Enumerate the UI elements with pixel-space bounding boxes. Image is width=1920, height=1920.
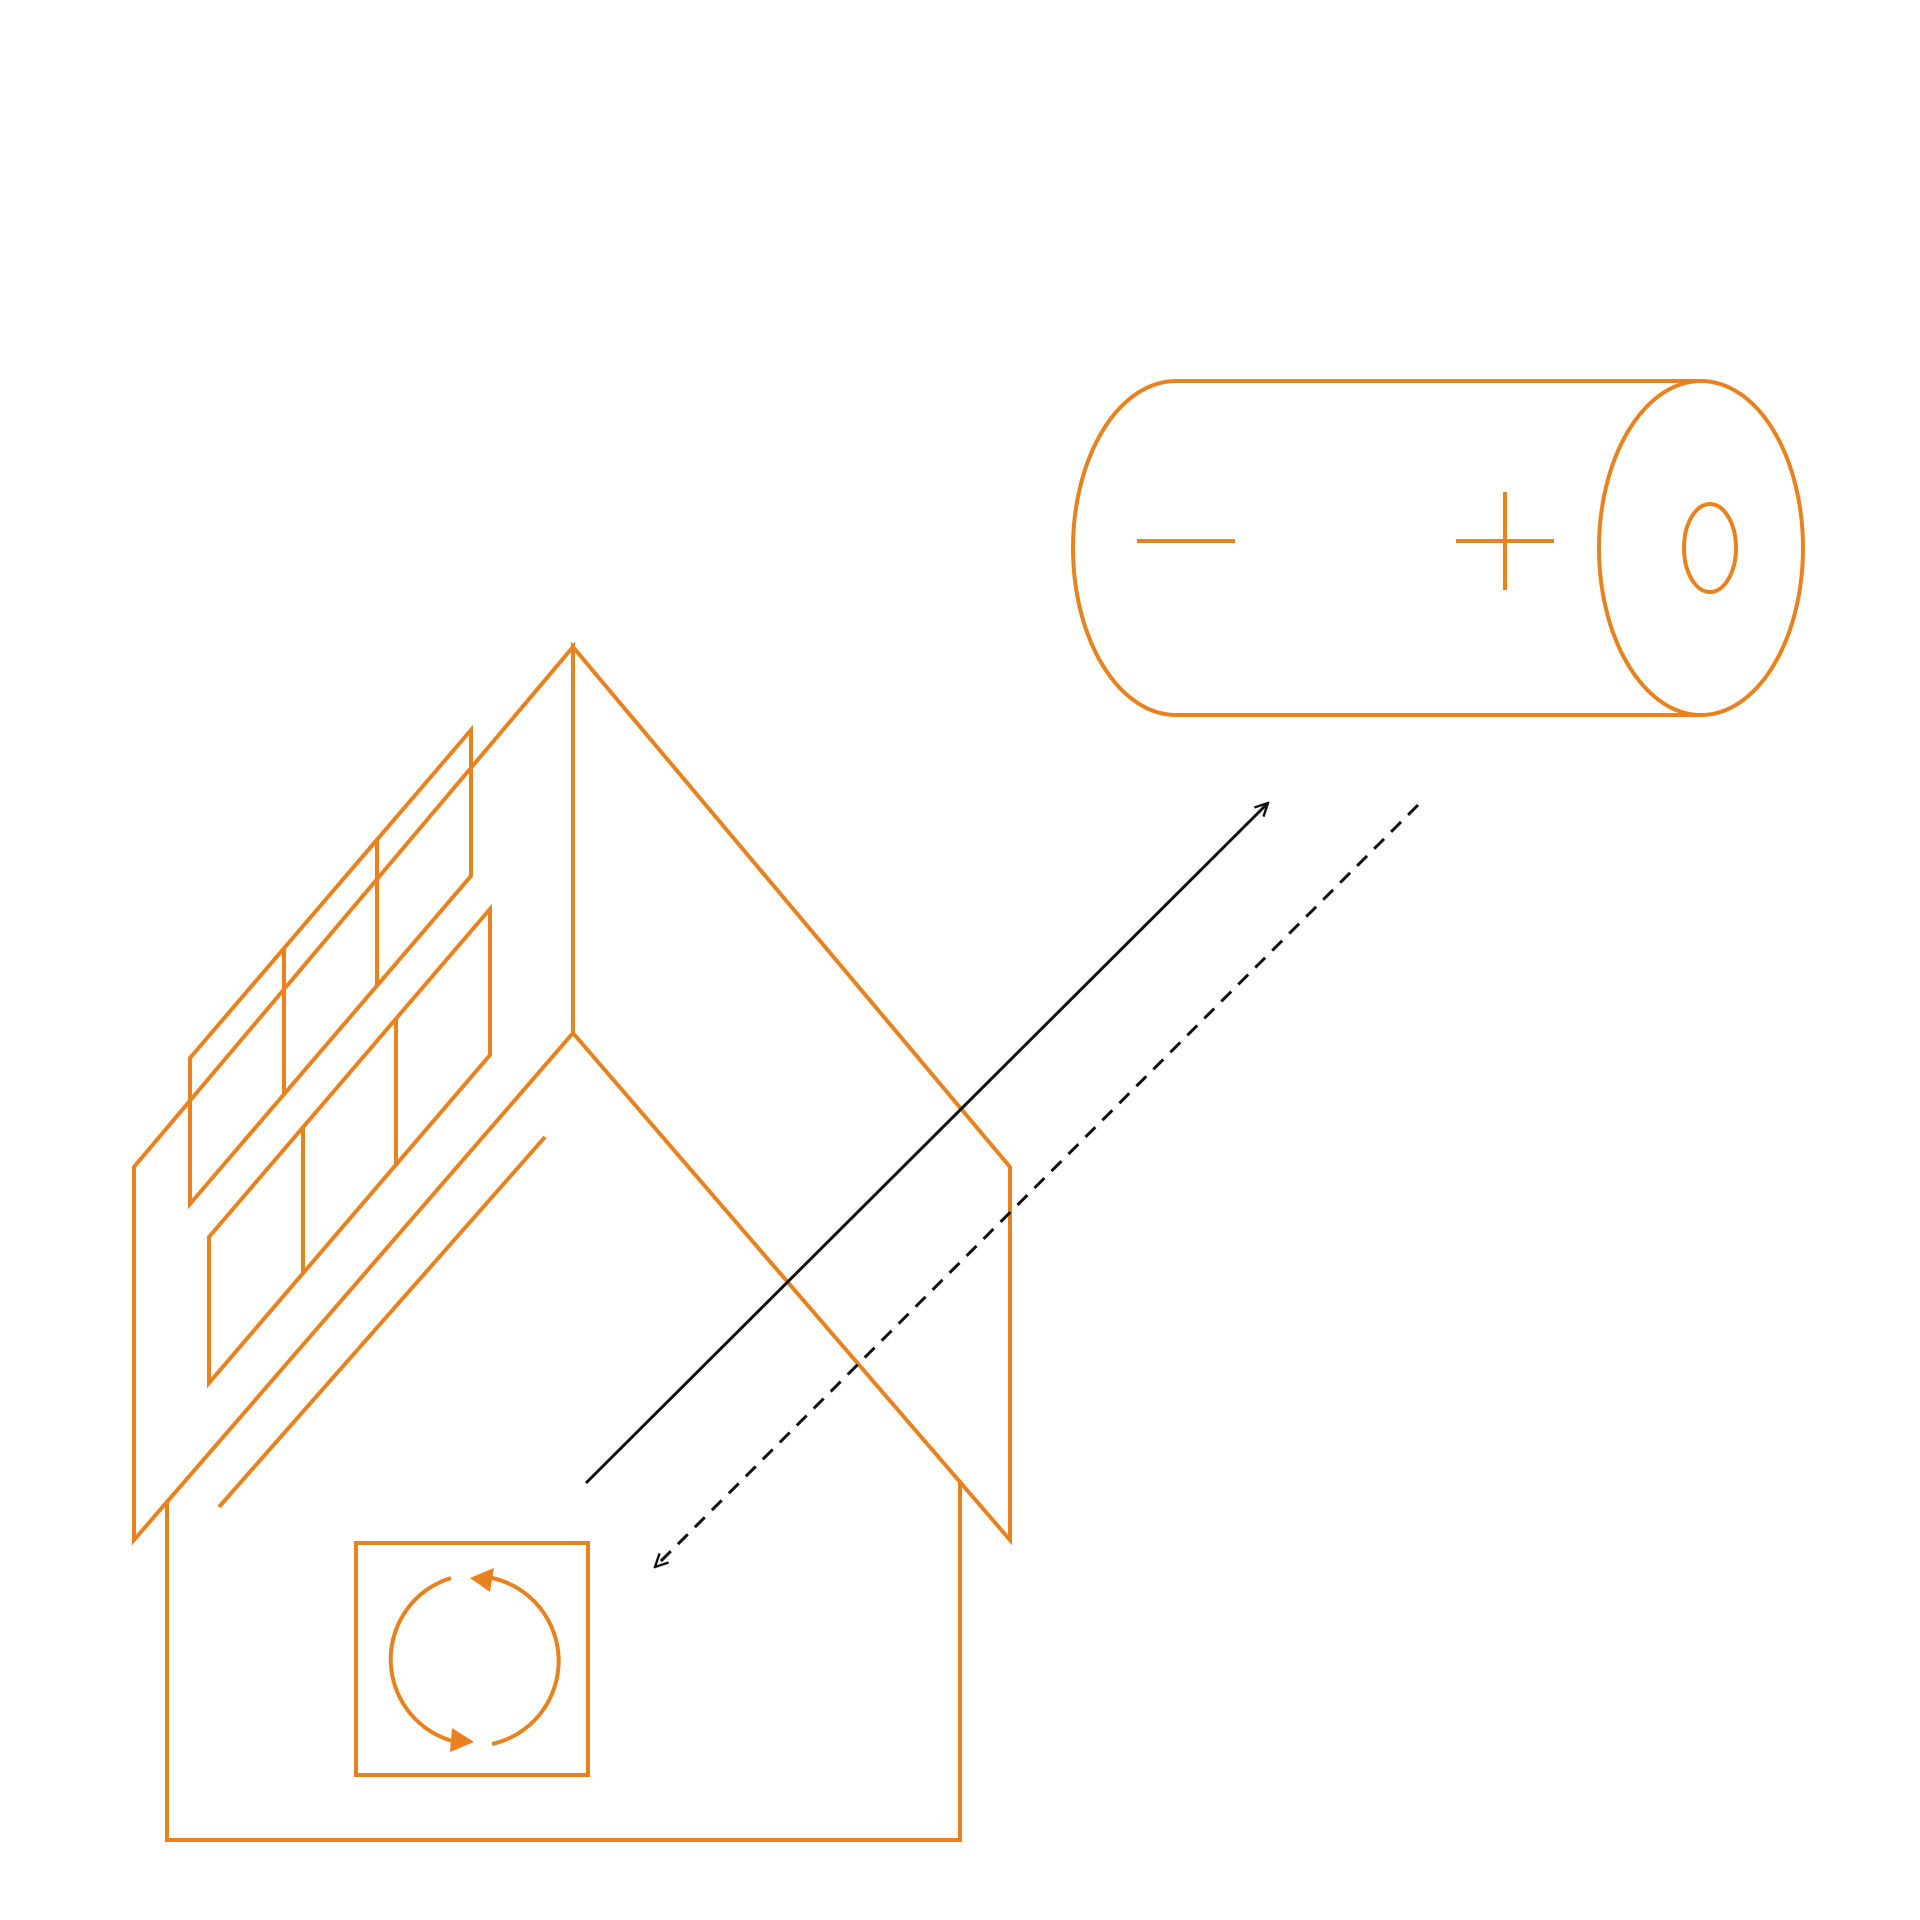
solar-panel-icon [188,724,492,1389]
heat-pump-cycle-icon [354,1541,590,1777]
cycle-arrowhead-top [470,1568,494,1592]
cycle-arrowhead-bottom [450,1728,474,1752]
plus-icon [1456,492,1554,590]
solar-panel-upper [188,724,473,1210]
battery-body [1071,379,1701,717]
house-icon [132,641,1012,1842]
house-walls [165,1480,962,1842]
cycle-arc-right [491,1576,561,1746]
battery-terminal [1682,502,1738,594]
house-roof-left [132,641,575,1546]
house-eave-line [217,1135,547,1509]
arrow-up-right-icon [584,803,1268,1485]
cycle-arc-left [388,1576,457,1744]
heat-pump-box [354,1541,590,1777]
house-roof-right [571,641,1012,1546]
dashed-arrow-down-left-icon [655,803,1420,1567]
battery-icon [1071,379,1805,717]
battery-end-cap [1597,379,1805,717]
solar-panel-lower [207,903,492,1389]
